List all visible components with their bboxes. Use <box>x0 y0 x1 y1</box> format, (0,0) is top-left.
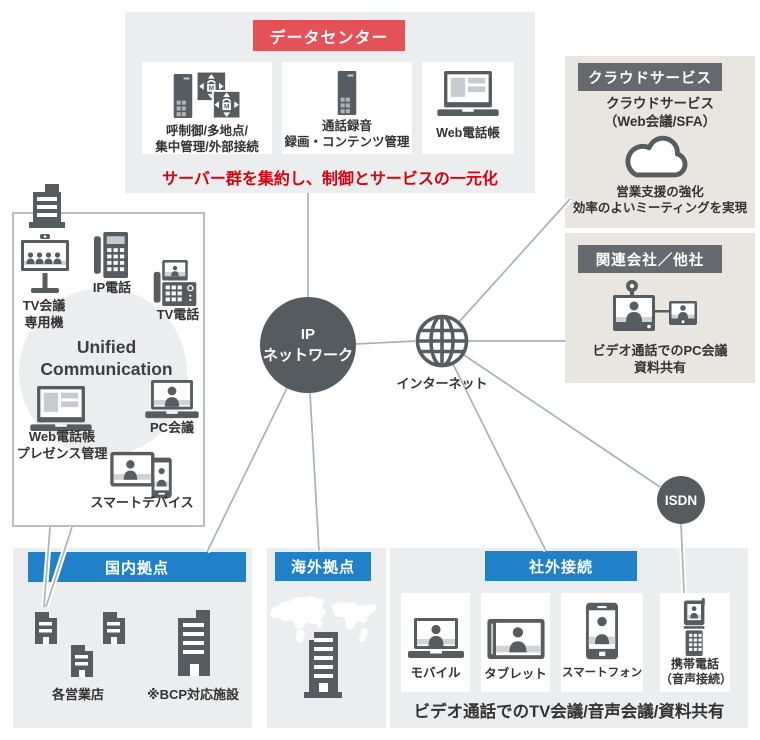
server-icon <box>173 73 192 118</box>
cloud-tag: クラウドサービス <box>578 63 722 91</box>
call-control-label: 呼制御/多地点/ 集中管理/外部接続 <box>155 124 259 154</box>
branch-building-icon <box>71 645 93 677</box>
cloud-icon <box>625 135 688 178</box>
tv-phone-icon <box>153 260 197 306</box>
ip-phone-icon <box>94 232 128 278</box>
datacenter-card-call-control: M M 呼制御/多地点/ 集中管理/外部接続 <box>142 62 272 154</box>
datacenter-card-webphonebook: Web電話帳 <box>422 62 514 154</box>
pc-meeting-label: PC会議 <box>149 420 195 435</box>
server-icon <box>337 71 357 115</box>
tv-phone-label: TV電話 <box>156 307 200 322</box>
overseas-tag: 海外拠点 <box>275 552 371 581</box>
isdn-node: ISDN <box>657 476 705 524</box>
branch-building-icon <box>103 612 125 644</box>
ip-phone-label: IP電話 <box>92 280 132 295</box>
partner-tag: 関連会社／他社 <box>578 245 722 273</box>
video-call-pcs-icon <box>613 280 697 331</box>
smart-device-icon <box>110 451 172 498</box>
overseas-building-icon <box>304 632 342 698</box>
cloud-title: クラウドサービス （Web会議/SFA） <box>603 96 717 129</box>
web-phonebook-laptop-icon <box>30 386 92 432</box>
call-control-icons: M M <box>173 71 242 120</box>
ip-network-node: IP ネットワーク <box>260 297 356 393</box>
domestic-tag: 国内拠点 <box>28 552 246 582</box>
datacenter-tag-label: データセンター <box>269 29 389 47</box>
keitai-label: 携帯電話 （音声接続） <box>660 657 733 686</box>
headquarters-building-icon <box>29 184 65 228</box>
recording-icons <box>337 71 357 115</box>
datacenter-caption: サーバー群を集約し、制御とサービスの一元化 <box>162 171 498 188</box>
smartphone-label: スマートフォン <box>561 667 643 679</box>
webphonebook-label: Web電話帳 <box>436 126 500 140</box>
datacenter-tag: データセンター <box>253 20 405 51</box>
external-card-smartphone: スマートフォン <box>561 593 643 692</box>
tv-conference-system-icon <box>21 234 69 293</box>
tablet-icon <box>486 619 545 659</box>
tablet-label: タブレット <box>484 667 547 681</box>
bcp-label: ※BCP対応施設 <box>146 687 240 702</box>
multipoint-connection-icon: M M <box>197 72 241 120</box>
phonebook-laptop-icon <box>437 71 499 117</box>
cloud-tag-label: クラウドサービス <box>588 70 712 87</box>
external-caption: ビデオ通話でのTV会議/音声会議/資料共有 <box>413 703 725 721</box>
partner-description: ビデオ通話でのPC会議 資料共有 <box>592 343 728 375</box>
smartphone-icon <box>586 602 618 660</box>
recording-label: 通話録音 録画・コンテンツ管理 <box>284 119 410 149</box>
mobile-phone-icon <box>683 598 705 656</box>
internet-globe-icon <box>415 314 469 368</box>
branch-building-icon <box>35 612 57 644</box>
pc-meeting-laptop-icon <box>145 380 199 419</box>
uc-title: Unified Communication <box>40 337 173 380</box>
partner-tag-label: 関連会社／他社 <box>595 252 705 269</box>
smart-device-label: スマートデバイス <box>90 495 194 510</box>
m-glyph: M <box>208 85 213 92</box>
overseas-tag-label: 海外拠点 <box>290 559 355 576</box>
web-phonebook-label: Web電話帳 プレゼンス管理 <box>16 429 108 461</box>
m-glyph: M <box>223 104 228 111</box>
webphonebook-icons <box>437 71 499 117</box>
external-card-mobile: モバイル <box>401 593 470 692</box>
branches-label: 各営業店 <box>51 687 104 702</box>
mobile-laptop-icon <box>407 618 464 658</box>
external-card-tablet: タブレット <box>481 593 550 692</box>
cloud-description: 営業支援の強化 効率のよいミーティングを実現 <box>572 185 748 216</box>
external-tag-label: 社外接続 <box>528 558 593 576</box>
internet-label: インターネット <box>396 376 488 391</box>
tv-conference-label: TV会議 専用機 <box>22 298 66 330</box>
datacenter-card-recording: 通話録音 録画・コンテンツ管理 <box>282 62 412 154</box>
bcp-building-icon <box>178 610 210 676</box>
external-tag: 社外接続 <box>485 551 637 581</box>
domestic-tag-label: 国内拠点 <box>104 559 169 577</box>
external-card-keitai: 携帯電話 （音声接続） <box>660 593 733 692</box>
mobile-label: モバイル <box>410 666 461 680</box>
